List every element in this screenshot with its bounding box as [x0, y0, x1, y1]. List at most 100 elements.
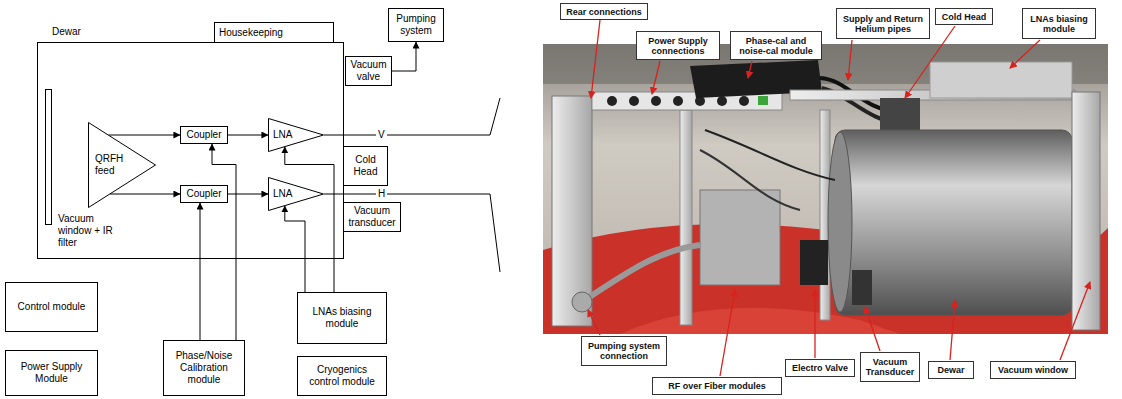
frame-post	[680, 110, 692, 325]
leader-line	[588, 310, 600, 335]
triangle-shape	[269, 119, 324, 152]
connector-arrow	[392, 42, 416, 71]
connector-arrow	[110, 194, 180, 195]
socket	[607, 96, 617, 106]
node-text: Phase-cal and noise-cal module	[734, 36, 818, 56]
housekeeping-box: Housekeeping	[214, 22, 334, 43]
socket	[717, 96, 727, 106]
cable	[705, 130, 835, 180]
node-text: Cold Head	[348, 154, 383, 178]
socket	[673, 96, 683, 106]
leader-line	[591, 20, 600, 98]
node-text: RF over Fiber modules	[668, 381, 766, 391]
pumping-system-box: Pumping system	[388, 8, 444, 42]
coupler-box: Coupler	[180, 185, 228, 203]
node-text: Power Supply connections	[640, 36, 716, 56]
vacuum-window-bar: Vacuum window + IR filter	[45, 89, 52, 225]
callout-label: Dewar	[928, 361, 974, 379]
node-text: Supply and Return Helium pipes	[840, 14, 926, 34]
node-text: Power Supply Module	[10, 361, 93, 385]
calibration-module-box: Phase/Noise Calibration module	[163, 340, 245, 396]
dewar-outline: DewarVacuum window + IR filterQRFH feedC…	[37, 42, 344, 259]
vacuum-transducer-box: Vacuum transducer	[343, 202, 401, 232]
node-text: Dewar	[937, 365, 964, 375]
vacuum-transducer	[852, 270, 872, 305]
node-text: Housekeeping	[219, 27, 283, 39]
rf-fiber-modules	[700, 190, 780, 285]
node-text: Phase/Noise Calibration module	[168, 350, 240, 386]
signal-label: V	[376, 129, 387, 141]
switch	[758, 96, 768, 105]
triangle-shape	[269, 178, 324, 211]
feed-triangle: QRFH feed	[88, 122, 156, 208]
callout-label: LNAs biasing module	[1022, 8, 1096, 39]
node-text: Coupler	[186, 188, 221, 200]
callout-label: Vacuum Transducer	[860, 352, 920, 382]
leader-line	[1060, 282, 1090, 360]
connector-arrow	[228, 194, 268, 195]
dewar-flange	[828, 132, 852, 312]
node-text: LNA	[273, 188, 292, 200]
pump-connection	[572, 292, 592, 312]
node-text: Vacuum valve	[350, 59, 387, 83]
cold-head-box: Cold Head	[343, 146, 388, 186]
connector-arrow	[109, 135, 180, 136]
callout-label: RF over Fiber modules	[652, 377, 782, 395]
node-text: QRFH feed	[95, 153, 129, 177]
callout-label: Supply and Return Helium pipes	[836, 8, 930, 39]
connector-arrow	[228, 135, 268, 136]
callout-label: Phase-cal and noise-cal module	[730, 31, 822, 60]
node-text: Pumping system	[393, 13, 439, 37]
cryogenics-box: Cryogenics control module	[297, 356, 387, 396]
node-text: Vacuum window + IR filter	[58, 213, 118, 249]
callout-label: Pumping system connection	[581, 336, 667, 366]
leader-line	[950, 300, 955, 360]
node-text: Rear connections	[566, 7, 642, 17]
node-text: Coupler	[186, 129, 221, 141]
hose	[585, 245, 700, 300]
callout-label: Rear connections	[560, 3, 648, 20]
coupler-box: Coupler	[180, 126, 228, 144]
control-module-box: Control module	[5, 282, 98, 332]
node-text: Electro Valve	[792, 363, 848, 373]
node-text: Vacuum window	[998, 365, 1068, 375]
socket	[651, 96, 661, 106]
node-text: LNAs biasing module	[302, 306, 382, 330]
connector-arrow	[285, 147, 334, 292]
node-text: Dewar	[52, 26, 81, 38]
electro-valve	[800, 240, 828, 285]
leader-line	[848, 40, 852, 80]
leader-line	[865, 307, 880, 351]
socket	[629, 96, 639, 106]
node-text: LNA	[273, 129, 292, 141]
dewar-cylinder	[835, 130, 1072, 315]
leader-line	[814, 290, 815, 358]
node-text: Cold Head	[942, 12, 987, 22]
leader-line	[652, 61, 660, 94]
callout-label: Vacuum window	[990, 361, 1076, 379]
leader-line	[720, 290, 735, 376]
node-text: Cryogenics control module	[302, 364, 382, 388]
node-text: Vacuum Transducer	[864, 357, 916, 377]
socket	[739, 96, 749, 106]
node-text: Pumping system connection	[585, 341, 663, 361]
triangle-shape	[89, 123, 156, 208]
leader-line	[1010, 40, 1040, 68]
lna-biasing-box: LNAs biasing module	[297, 292, 387, 344]
cable	[700, 150, 800, 210]
connector-arrow	[285, 206, 305, 292]
callout-label: Electro Valve	[785, 359, 855, 377]
lna-triangle: LNA	[268, 118, 324, 152]
lna-bias-module	[930, 62, 1072, 98]
photo-background	[543, 44, 1108, 334]
window-plate	[1072, 92, 1100, 330]
connector-arrow	[200, 203, 201, 340]
callout-label: Power Supply connections	[636, 31, 720, 60]
power-supply-box: Power Supply Module	[5, 350, 98, 396]
vacuum-valve-box: Vacuum valve	[345, 56, 392, 86]
connector-arrow	[212, 144, 236, 340]
lna-triangle: LNA	[268, 177, 324, 211]
h-output-wire	[324, 194, 500, 272]
node-text: Control module	[18, 301, 86, 313]
